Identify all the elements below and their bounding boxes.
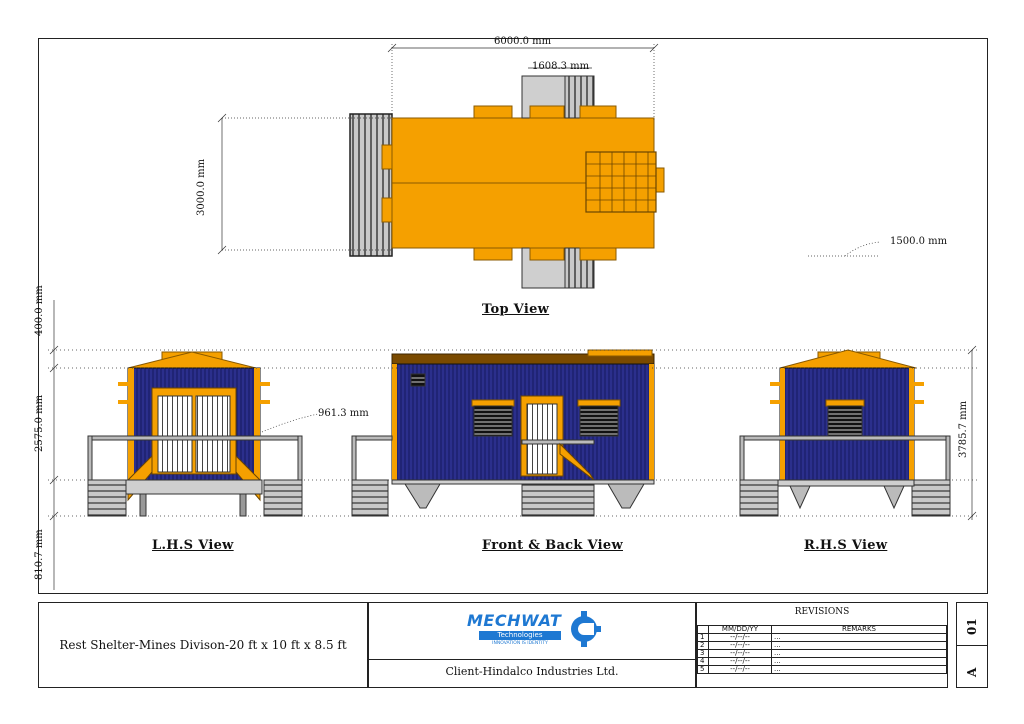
sheet-info-block: 01 A xyxy=(956,602,988,688)
view-title-front-back: Front & Back View xyxy=(482,538,623,553)
revisions-block: REVISIONS MM/DD/YY REMARKS 1 --/--/-- ..… xyxy=(696,602,948,688)
divider xyxy=(957,645,987,646)
title-block-name: Rest Shelter-Mines Divison-20 ft x 10 ft… xyxy=(38,602,368,688)
top-view-drawing xyxy=(349,75,665,289)
top-view-dimension-lines xyxy=(217,43,881,257)
dim-wall-height: 2575.0 mm xyxy=(34,394,45,452)
elevation-dimension-lines xyxy=(48,300,980,590)
divider xyxy=(369,659,695,660)
rev-remark: ... xyxy=(771,665,947,674)
dim-overall-length: 6000.0 mm xyxy=(494,36,552,47)
logo-name: MECHWAT xyxy=(467,611,562,630)
dim-total-height: 3785.7 mm xyxy=(958,400,969,458)
rhs-view-drawing xyxy=(739,349,951,517)
view-title-rhs: R.H.S View xyxy=(804,538,888,553)
company-logo: MECHWAT Technologies INNOVATION IS IDENT… xyxy=(467,611,603,649)
title-block-logo-client: MECHWAT Technologies INNOVATION IS IDENT… xyxy=(368,602,696,688)
dim-base-height: 810.7 mm xyxy=(34,529,45,580)
sheet-number: 01 xyxy=(965,618,979,635)
table-row: 5 --/--/-- ... xyxy=(697,665,947,674)
dim-overall-width: 3000.0 mm xyxy=(196,158,207,216)
dim-stair-width-top: 1608.3 mm xyxy=(532,61,590,72)
revisions-table: MM/DD/YY REMARKS 1 --/--/-- ... 2 --/--/… xyxy=(697,625,947,674)
drawing-frame xyxy=(38,38,988,594)
dim-stair-depth: 961.3 mm xyxy=(318,408,369,419)
dim-roof-height: 400.0 mm xyxy=(34,285,45,336)
dim-rhs-stair-length: 1500.0 mm xyxy=(890,236,948,247)
rev-remark: ... xyxy=(771,633,947,642)
rev-no: 5 xyxy=(697,665,709,674)
drawing-title: Rest Shelter-Mines Divison-20 ft x 10 ft… xyxy=(59,638,347,652)
logo-tagline: INNOVATION IS IDENTITY xyxy=(492,641,548,646)
revisions-heading: REVISIONS xyxy=(794,607,850,617)
drawing-canvas xyxy=(48,43,980,590)
client-name: Client-Hindalco Industries Ltd. xyxy=(445,665,619,678)
rev-header-remarks: REMARKS xyxy=(771,625,947,634)
rev-date: --/--/-- xyxy=(708,665,772,674)
lhs-view-drawing xyxy=(87,351,303,517)
view-title-lhs: L.H.S View xyxy=(152,538,234,553)
front-view-drawing xyxy=(351,349,655,517)
rev-remark: ... xyxy=(771,657,947,666)
rev-remark: ... xyxy=(771,641,947,650)
view-title-top: Top View xyxy=(482,302,550,317)
rev-remark: ... xyxy=(771,649,947,658)
logo-sub: Technologies xyxy=(479,631,561,640)
sheet-size: A xyxy=(965,667,979,677)
gear-icon xyxy=(571,611,601,647)
